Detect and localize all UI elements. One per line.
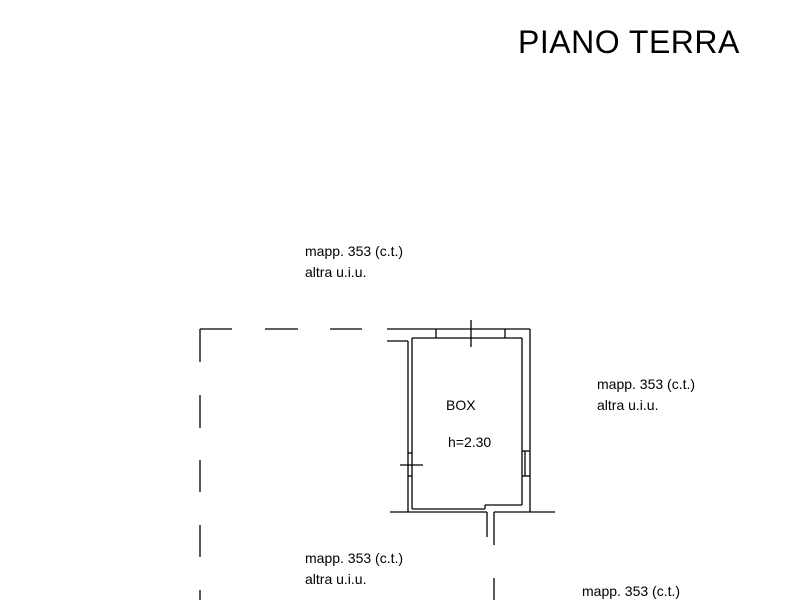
box-walls [387,328,555,600]
neighbor-parcel: mapp. 353 (c.t.) [582,583,681,599]
neighbor-label-top: mapp. 353 (c.t.) altra u.i.u. [305,241,403,283]
neighbor-label-right: mapp. 353 (c.t.) altra u.i.u. [597,374,695,416]
neighbor-parcel: mapp. 353 (c.t.) [597,376,696,392]
door-marks [400,320,472,466]
neighbor-label-bottom-right: mapp. 353 (c.t.) [582,581,680,602]
neighbor-unit: altra u.i.u. [305,264,367,280]
neighbor-parcel: mapp. 353 (c.t.) [305,550,404,566]
room-height: h=2.30 [448,434,492,450]
neighbor-unit: altra u.i.u. [597,397,659,413]
room-name: BOX [446,397,476,413]
dashed-boundary [199,328,362,600]
neighbor-label-bottom: mapp. 353 (c.t.) altra u.i.u. [305,548,403,590]
page-title: PIANO TERRA [518,24,740,60]
neighbor-parcel: mapp. 353 (c.t.) [305,243,404,259]
neighbor-unit: altra u.i.u. [305,571,367,587]
